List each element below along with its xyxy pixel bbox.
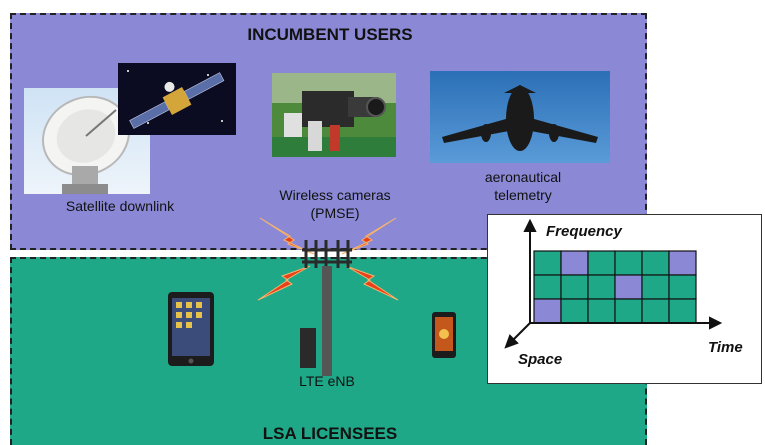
time-axis-arrow <box>709 316 723 330</box>
spectrum-grid-diagram <box>504 218 723 349</box>
time-axis-label: Time <box>708 339 743 356</box>
grid-cell <box>587 298 616 324</box>
grid-cell <box>641 250 670 276</box>
grid-cell-occupied <box>560 250 589 276</box>
grid-cell <box>641 298 670 324</box>
grid-cell <box>587 250 616 276</box>
tablet-device-image <box>168 292 214 366</box>
grid-cell <box>533 250 562 276</box>
space-axis <box>511 322 531 342</box>
wireless-cameras-caption-line2: (PMSE) <box>310 205 360 221</box>
aircraft-image <box>430 71 610 163</box>
interference-bolt-icon <box>257 217 399 301</box>
antenna-array-icon <box>302 240 352 268</box>
lte-enb-caption: LTE eNB <box>299 373 355 389</box>
grid-cell <box>668 298 697 324</box>
aeronautical-telemetry-caption-line2: telemetry <box>494 187 552 203</box>
smartphone-device-image <box>432 312 456 358</box>
grid-cell <box>560 298 589 324</box>
grid-cell <box>587 274 616 300</box>
grid-cell-occupied <box>614 274 643 300</box>
frequency-axis-arrow <box>523 218 537 232</box>
space-axis-arrow <box>504 334 519 349</box>
base-station-tower <box>257 217 399 376</box>
grid-cell <box>668 274 697 300</box>
space-axis-label: Space <box>518 351 563 368</box>
satellite-image <box>118 63 236 135</box>
grid-cell <box>533 274 562 300</box>
wireless-cameras-caption: Wireless cameras (PMSE) <box>255 186 415 222</box>
aeronautical-telemetry-caption-line1: aeronautical <box>484 169 562 185</box>
equipment-cabinet-icon <box>300 328 316 368</box>
grid-cell <box>641 274 670 300</box>
aeronautical-telemetry-caption: aeronautical telemetry <box>438 168 608 204</box>
grid-cell <box>614 298 643 324</box>
grid-cell <box>560 274 589 300</box>
lsa-licensees-title: LSA LICENSEES <box>262 424 398 443</box>
grid-cell-occupied <box>668 250 697 276</box>
satellite-dish-image <box>24 88 150 194</box>
wireless-cameras-caption-line1: Wireless cameras <box>279 187 391 203</box>
grid-cell <box>614 250 643 276</box>
satellite-downlink-caption: Satellite downlink <box>65 198 175 214</box>
frequency-axis-label: Frequency <box>546 223 622 240</box>
spectrum-sharing-grid-panel: Frequency Time Space <box>487 214 762 384</box>
grid-cell-occupied <box>533 298 562 324</box>
incumbent-users-title: INCUMBENT USERS <box>247 25 413 44</box>
wireless-camera-image <box>272 73 396 157</box>
